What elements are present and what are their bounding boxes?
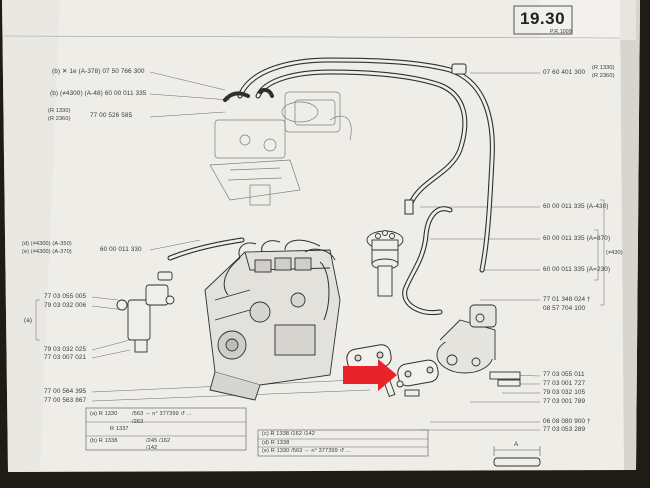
table-right-row-1: (c) R 1338 /162 /142 [262, 431, 315, 437]
part-label-right-7: 77 03 001 727 [543, 380, 586, 387]
table-right-row-2: (d) R 1338 [262, 440, 290, 446]
part-label-left-3b: (R 2360) [48, 116, 71, 122]
part-label-right-1b: (R 1330) [592, 65, 615, 71]
part-label-left-3c: 77 00 526 585 [90, 112, 133, 119]
table-left-row-3c: /142 [146, 445, 158, 451]
part-label-left-4a: (d) (≠4300) (A-350) [22, 241, 72, 247]
page-number: 19.30 [520, 9, 566, 28]
part-label-left-6a: 79 03 032 025 [44, 346, 87, 353]
part-label-right-8: 79 03 032 105 [543, 389, 586, 396]
part-label-left-5b: 79 03 032 006 [44, 302, 87, 309]
part-label-right-3: 60 00 011 335 (A=870) [543, 235, 611, 242]
part-label-left-7a: 77 00 564 395 [44, 388, 87, 395]
table-left-row-1b: /563 ⇔ n° 377399 ↺ ... [132, 411, 192, 417]
part-label-right-2: 60 00 011 335 (A-430) [543, 203, 609, 210]
part-label-left-4c: 60 00 011 330 [100, 246, 142, 253]
part-label-right-6: 77 03 055 011 [543, 371, 585, 378]
part-label-right-3b: (≠430) [606, 250, 623, 256]
table-left-row-1a: (a) R 1330 [90, 411, 118, 417]
part-label-right-5: 77 01 348 024 † [543, 296, 591, 303]
part-label-left-7b: 77 00 563 867 [44, 397, 87, 404]
part-label-left-1: (b) ✕ 1e (A-378) 07 50 766 300 [52, 68, 145, 75]
part-label-left-5c: (a) [24, 317, 33, 324]
part-label-left-5a: 77 03 055 005 [44, 293, 87, 300]
part-label-left-4b: (e) (≠4300) (A-370) [22, 249, 72, 255]
part-label-right-1c: (R 2360) [592, 73, 615, 79]
table-left-row-2: R 1337 [110, 426, 129, 432]
dimension-label: A [514, 441, 519, 448]
part-label-left-2: (b) (≠4300) (A-48) 60 00 011 335 [50, 90, 147, 97]
part-label-right-10b: 77 03 053 289 [543, 426, 586, 433]
page-reference: P.R.1009 [550, 29, 572, 35]
part-label-right-10: 06 08 080 900 † [543, 418, 591, 425]
table-left-row-1c: /263 [132, 419, 144, 425]
table-left-row-3b: /245 /162 [146, 438, 171, 444]
part-label-right-9: 77 03 001 789 [543, 398, 586, 405]
table-right-row-3: (e) R 1330 /563 ⇔ n° 377399 ↺ ... [262, 448, 351, 454]
part-label-left-6b: 77 03 007 021 [44, 354, 87, 361]
part-label-right-1: 07 60 401 300 [543, 69, 586, 76]
part-label-left-3a: (R 1330) [48, 108, 71, 114]
part-label-right-4: 60 00 011 335 (A=230) [543, 266, 611, 273]
part-label-right-5b: 08 57 704 100 [543, 305, 586, 312]
table-left-row-3a: (b) R 1338 [90, 438, 118, 444]
